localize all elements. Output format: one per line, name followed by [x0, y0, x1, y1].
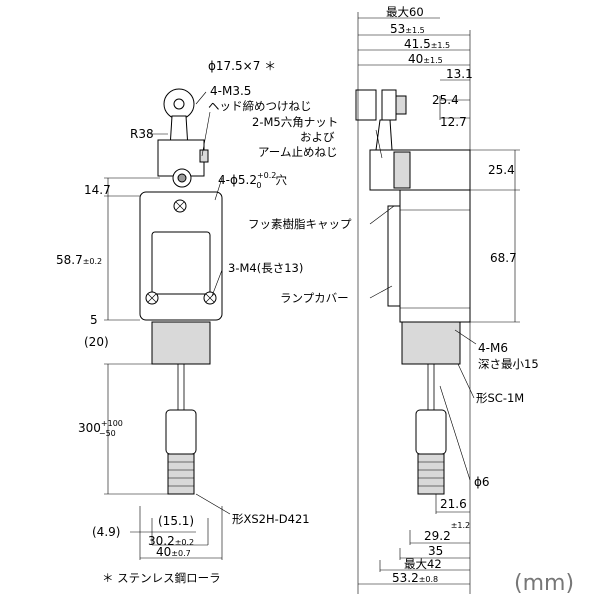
dim-40-val: 40 [156, 545, 171, 559]
dim-53-2: 53.2±0.8 [392, 571, 438, 585]
dim-53: 53±1.5 [390, 22, 425, 36]
dim-300-val: 300 [78, 421, 101, 435]
dim-4-9: (4.9) [92, 525, 120, 539]
screw-note-line2: ヘッド締めつけねじ [208, 99, 312, 113]
m6-line1: 4-M6 [478, 341, 508, 355]
dim-53-2-val: 53.2 [392, 571, 419, 585]
dim-21-6: 21.6 [440, 497, 467, 511]
dim-300-sub: −50 [99, 429, 116, 438]
nut-note-line3: アーム止めねじ [258, 145, 337, 159]
dim-41-5: 41.5±1.5 [404, 37, 450, 51]
front-view [104, 88, 231, 560]
nut-note-line2: および [300, 130, 335, 144]
connector-nut [167, 453, 195, 495]
side-roller-2 [381, 89, 397, 121]
dim-68-7: 68.7 [490, 251, 517, 265]
dim-30-2-tol: ±0.2 [175, 538, 194, 547]
lamp-window [151, 231, 211, 295]
dim-15-1: (15.1) [158, 514, 194, 528]
radius-label: R38 [130, 127, 154, 141]
unit-label: (mm) [514, 571, 574, 596]
roller-hub [173, 98, 185, 110]
shaft-center [177, 173, 187, 183]
conduit-fitting [151, 321, 211, 365]
dim-40-side: 40±1.5 [408, 52, 443, 66]
nut-note-line1: 2-M5六角ナット [252, 115, 338, 129]
dim-5: 5 [90, 313, 98, 327]
max42-label: 最大42 [404, 557, 442, 571]
dim-30-2: 30.2±0.2 [148, 534, 194, 548]
max60-label: 最大60 [386, 5, 424, 19]
dim-29-2-tol: ±1.2 [451, 521, 470, 530]
cap-label: フッ素樹脂キャップ [248, 217, 352, 231]
connector-label: 形XS2H-D421 [232, 512, 310, 526]
dim-53-val: 53 [390, 22, 405, 36]
dim-58-7: 58.7±0.2 [56, 253, 102, 267]
side-roller [355, 89, 377, 121]
dim-40: 40±0.7 [156, 545, 191, 559]
dim-20: (20) [84, 335, 109, 349]
cable-label: ϕ6 [474, 475, 490, 489]
dim-12-7: 12.7 [440, 115, 467, 129]
dim-25-4b: 25.4 [488, 163, 515, 177]
roller-label: ϕ17.5×7 ＊ [208, 59, 276, 73]
model-label: 形SC-1M [476, 391, 524, 405]
holes-main: 4-ϕ5.2 [218, 173, 257, 187]
dim-29-2-val: 29.2 [424, 529, 451, 543]
dim-53-2-tol: ±0.8 [419, 575, 438, 584]
lamp-cover [387, 205, 401, 307]
side-view [355, 12, 520, 594]
dim-40-tol: ±0.7 [171, 549, 190, 558]
dim-41-5-tol: ±1.5 [431, 41, 450, 50]
dim-58-7-tol: ±0.2 [83, 257, 102, 266]
dim-53-tol: ±1.5 [405, 26, 424, 35]
holes-suffix: 穴 [276, 173, 288, 187]
screw-note-line1: 4-M3.5 [210, 84, 251, 98]
side-cap [393, 151, 411, 189]
dim-14-7: 14.7 [84, 183, 111, 197]
dim-300-sup: +100 [101, 419, 123, 428]
dim-58-7-val: 58.7 [56, 253, 83, 267]
dim-40-side-tol: ±1.5 [423, 56, 442, 65]
side-body [399, 189, 471, 323]
m6-line2: 深さ最小15 [478, 357, 539, 371]
connector-body [165, 409, 197, 455]
footnote: ＊ ステンレス鋼ローラ [102, 571, 221, 585]
side-nut [395, 95, 407, 115]
dim-30-2-val: 30.2 [148, 534, 175, 548]
dim-300: 300+100−50 [78, 419, 123, 438]
side-head [369, 149, 471, 191]
dim-35: 35 [428, 544, 443, 558]
side-fitting [401, 321, 461, 365]
side-connector-body [415, 409, 447, 455]
dim-13-1: 13.1 [446, 67, 473, 81]
holes-tol-sub: 0 [256, 181, 261, 190]
lamp-label: ランプカバー [280, 291, 349, 305]
dim-41-5-val: 41.5 [404, 37, 431, 51]
mount-screw-label: 3-M4(長さ13) [228, 261, 303, 275]
dim-25-4a: 25.4 [432, 93, 459, 107]
head-screw [199, 149, 209, 163]
dim-29-2: 29.2±1.2 [424, 521, 470, 543]
holes-tol-sup: +0.2 [257, 171, 276, 180]
side-arm [375, 119, 393, 151]
side-connector-nut [417, 453, 445, 495]
dim-40-side-val: 40 [408, 52, 423, 66]
